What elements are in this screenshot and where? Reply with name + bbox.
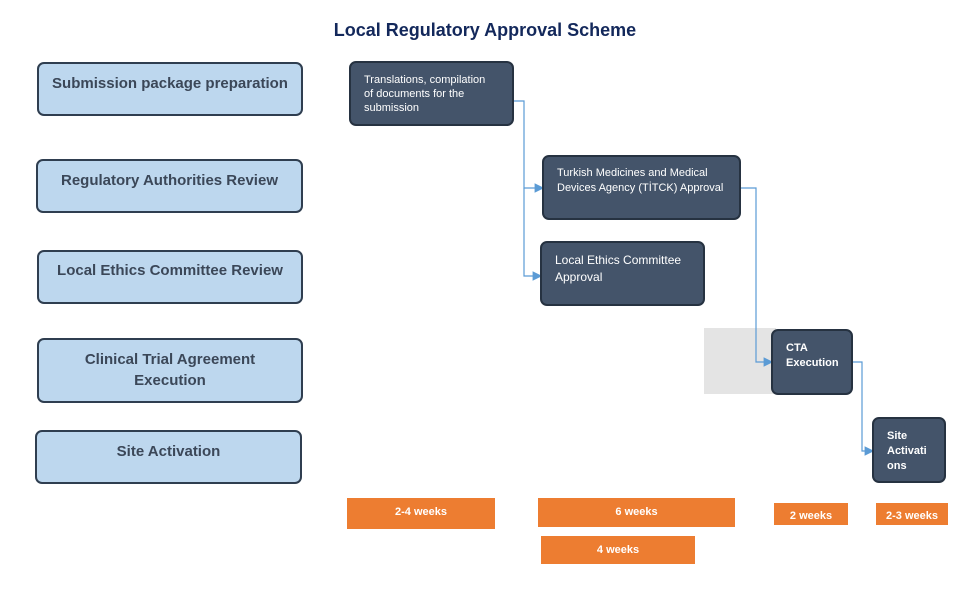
step-label: Site Activati ons (887, 430, 927, 472)
arrow-to-site (852, 361, 875, 456)
lane-label: Local Ethics Committee Review (57, 262, 283, 279)
lane-label: Site Activation (116, 443, 221, 460)
step-label: CTA Execution (786, 342, 839, 369)
lane-label: Clinical Trial Agreement Execution (84, 351, 256, 389)
step-ethics-approval: Local Ethics Committee Approval (540, 241, 705, 306)
step-cta-execution: CTA Execution (771, 329, 853, 395)
step-label: Local Ethics Committee Approval (555, 253, 682, 284)
step-label: Translations, compilation of documents f… (364, 74, 486, 114)
step-translations: Translations, compilation of documents f… (349, 61, 514, 126)
step-site-activation: Site Activati ons (872, 417, 946, 483)
lane-ethics-review: Local Ethics Committee Review (37, 250, 303, 304)
diagram-title: Local Regulatory Approval Scheme (333, 20, 637, 40)
lane-site-activation: Site Activation (35, 430, 302, 484)
lane-submission-package: Submission package preparation (37, 62, 303, 116)
duration-bar: 4 weeks (541, 536, 695, 564)
lane-regulatory-review: Regulatory Authorities Review (36, 159, 303, 213)
lane-label: Submission package preparation (52, 75, 288, 92)
arrow-to-cta (740, 187, 774, 367)
duration-bar: 2-4 weeks (347, 498, 495, 529)
step-titck-approval: Turkish Medicines and Medical Devices Ag… (542, 155, 741, 220)
duration-bar: 6 weeks (538, 498, 735, 527)
step-label: Turkish Medicines and Medical Devices Ag… (557, 167, 724, 194)
duration-bar: 2-3 weeks (876, 503, 948, 525)
lane-cta-execution: Clinical Trial Agreement Execution (37, 338, 303, 403)
arrow-to-ethics (523, 188, 543, 281)
duration-bar: 2 weeks (774, 503, 848, 525)
lane-label: Regulatory Authorities Review (61, 172, 278, 189)
arrow-to-titck (513, 100, 545, 193)
